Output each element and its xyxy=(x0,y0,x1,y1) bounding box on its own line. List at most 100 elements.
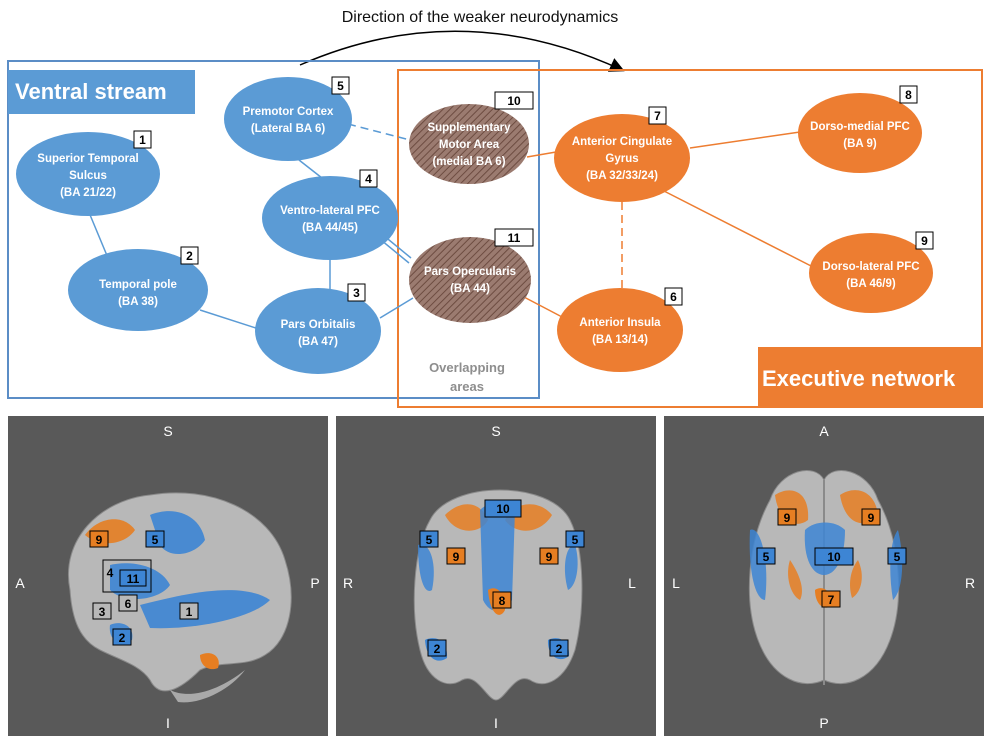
coronal-label-2-right: 2 xyxy=(427,639,447,657)
svg-text:A: A xyxy=(819,423,829,439)
svg-text:9: 9 xyxy=(868,511,875,525)
svg-text:4: 4 xyxy=(365,172,372,186)
svg-text:3: 3 xyxy=(353,286,360,300)
svg-text:11: 11 xyxy=(127,572,140,586)
svg-text:4: 4 xyxy=(107,566,114,580)
svg-text:7: 7 xyxy=(654,109,661,123)
lateral-label-6: 6 xyxy=(118,594,138,612)
node-3: Pars Orbitalis (BA 47) 3 xyxy=(255,283,381,374)
svg-text:8: 8 xyxy=(905,88,912,102)
node-6: Anterior Insula (BA 13/14) 6 xyxy=(557,287,683,372)
coronal-label-9-right: 9 xyxy=(446,547,466,565)
svg-text:5: 5 xyxy=(763,550,770,564)
svg-text:(Lateral BA 6): (Lateral BA 6) xyxy=(251,123,326,135)
svg-text:Sulcus: Sulcus xyxy=(69,170,107,182)
node-4: Ventro-lateral PFC (BA 44/45) 4 xyxy=(262,169,398,260)
svg-text:(BA 46/9): (BA 46/9) xyxy=(846,278,896,290)
edge-10-7 xyxy=(526,151,557,158)
svg-text:Pars Orbitalis: Pars Orbitalis xyxy=(281,319,356,331)
coronal-label-5-right: 5 xyxy=(419,530,439,548)
coronal-label-5-left: 5 xyxy=(565,530,585,548)
svg-text:Premotor Cortex: Premotor Cortex xyxy=(243,106,334,118)
node-9: Dorso-lateral PFC (BA 46/9) 9 xyxy=(809,231,934,313)
svg-text:S: S xyxy=(163,423,172,439)
coronal-label-9-left: 9 xyxy=(539,547,559,565)
svg-text:Temporal pole: Temporal pole xyxy=(99,279,177,291)
svg-text:(BA 32/33/24): (BA 32/33/24) xyxy=(586,170,658,182)
node-2: Temporal pole (BA 38) 2 xyxy=(68,246,208,331)
brain-panel-axial: A P L R 9 9 5 10 5 7 xyxy=(664,416,984,736)
svg-text:10: 10 xyxy=(496,502,510,516)
svg-text:2: 2 xyxy=(119,631,126,645)
svg-text:R: R xyxy=(965,575,975,591)
lateral-label-2: 2 xyxy=(112,628,132,646)
lateral-label-11: 11 xyxy=(119,569,147,587)
ventral-stream-label: Ventral stream xyxy=(15,79,167,104)
executive-label-bg xyxy=(758,347,982,407)
svg-text:S: S xyxy=(491,423,500,439)
svg-text:(BA 21/22): (BA 21/22) xyxy=(60,187,116,199)
svg-text:2: 2 xyxy=(556,642,563,656)
svg-text:7: 7 xyxy=(828,593,835,607)
coronal-label-8: 8 xyxy=(492,591,512,609)
svg-text:(BA 9): (BA 9) xyxy=(843,138,877,150)
svg-text:A: A xyxy=(15,575,25,591)
svg-text:5: 5 xyxy=(894,550,901,564)
edge-1-2 xyxy=(87,209,109,259)
svg-text:Superior Temporal: Superior Temporal xyxy=(37,153,138,165)
svg-text:Dorso-medial PFC: Dorso-medial PFC xyxy=(810,121,910,133)
svg-text:6: 6 xyxy=(670,290,677,304)
svg-text:10: 10 xyxy=(827,550,841,564)
svg-text:9: 9 xyxy=(96,533,103,547)
svg-text:(BA 38): (BA 38) xyxy=(118,296,158,308)
direction-arrow xyxy=(299,30,625,72)
svg-text:9: 9 xyxy=(784,511,791,525)
node-7: Anterior Cingulate Gyrus (BA 32/33/24) 7 xyxy=(554,106,690,202)
svg-text:10: 10 xyxy=(507,94,521,108)
executive-network-box xyxy=(397,69,983,408)
svg-text:5: 5 xyxy=(572,533,579,547)
svg-text:(BA 47): (BA 47) xyxy=(298,336,338,348)
edge-5-10 xyxy=(347,123,411,141)
svg-text:(medial BA 6): (medial BA 6) xyxy=(432,156,505,168)
node-10: Supplementary Motor Area (medial BA 6) 1… xyxy=(409,91,534,184)
node-1: Superior Temporal Sulcus (BA 21/22) 1 xyxy=(16,130,160,216)
svg-text:1: 1 xyxy=(139,133,146,147)
svg-text:L: L xyxy=(672,575,680,591)
edge-3-11 xyxy=(379,297,414,319)
axial-label-5-right: 5 xyxy=(887,547,907,565)
node-5: Premotor Cortex (Lateral BA 6) 5 xyxy=(224,76,352,161)
svg-text:Motor Area: Motor Area xyxy=(439,139,500,151)
svg-text:8: 8 xyxy=(499,594,506,608)
svg-text:1: 1 xyxy=(186,605,193,619)
svg-text:9: 9 xyxy=(453,550,460,564)
axial-label-9-right: 9 xyxy=(861,508,881,526)
svg-text:(BA 44/45): (BA 44/45) xyxy=(302,222,358,234)
overlap-label-1: Overlapping xyxy=(429,360,505,375)
svg-text:Supplementary: Supplementary xyxy=(427,122,511,134)
ventral-label-bg xyxy=(8,70,195,114)
lateral-label-9: 9 xyxy=(89,530,109,548)
node-11: Pars Opercularis (BA 44) 11 xyxy=(409,228,534,323)
lateral-label-5: 5 xyxy=(145,530,165,548)
executive-network-label: Executive network xyxy=(762,366,956,391)
node-8: Dorso-medial PFC (BA 9) 8 xyxy=(798,85,922,173)
figure-title: Direction of the weaker neurodynamics xyxy=(342,9,619,26)
edge-7-8 xyxy=(689,131,801,149)
ventral-stream-box xyxy=(7,60,540,399)
brain-panel-lateral: S I A P 9 5 4 11 6 3 1 2 xyxy=(8,416,328,736)
svg-text:9: 9 xyxy=(546,550,553,564)
svg-text:Gyrus: Gyrus xyxy=(605,153,638,165)
brain-panel-coronal: S I R L 10 5 5 9 9 8 2 2 xyxy=(336,416,656,736)
svg-text:Anterior Cingulate: Anterior Cingulate xyxy=(572,136,672,148)
svg-text:Ventro-lateral PFC: Ventro-lateral PFC xyxy=(280,205,380,217)
coronal-label-10: 10 xyxy=(484,499,522,518)
axial-label-5-left: 5 xyxy=(756,547,776,565)
svg-text:L: L xyxy=(628,575,636,591)
svg-text:I: I xyxy=(166,715,170,731)
edge-11-6 xyxy=(521,295,565,319)
svg-text:I: I xyxy=(494,715,498,731)
lateral-label-3: 3 xyxy=(92,602,112,620)
svg-text:5: 5 xyxy=(426,533,433,547)
